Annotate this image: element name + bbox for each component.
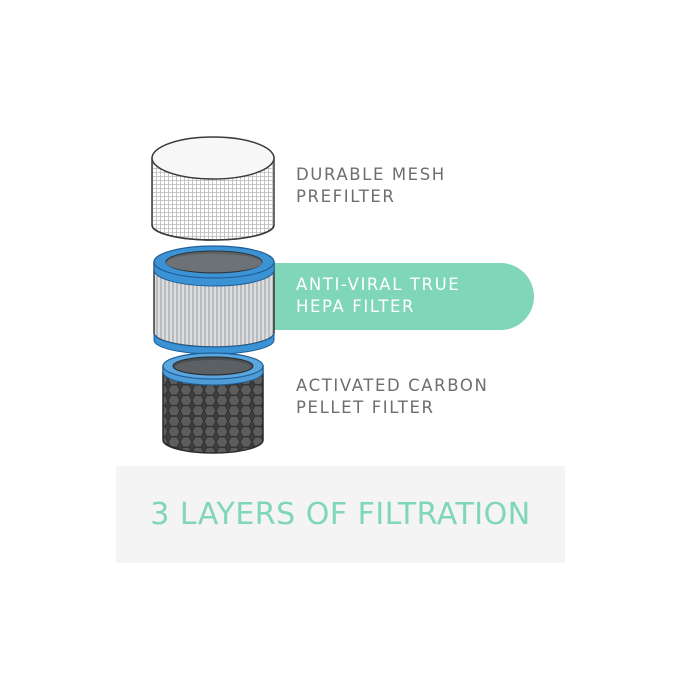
hepa-filter-label-line-1: ANTI-VIRAL TRUE	[296, 275, 461, 294]
carbon-filter	[162, 352, 264, 454]
mesh-prefilter-label-line-1: DURABLE MESH	[296, 165, 446, 184]
mesh-prefilter-label: DURABLE MESH PREFILTER	[296, 164, 446, 208]
carbon-filter-label: ACTIVATED CARBON PELLET FILTER	[296, 375, 488, 419]
caption-text: 3 LAYERS OF FILTRATION	[150, 497, 531, 532]
mesh-prefilter	[151, 136, 275, 241]
hepa-filter-label-line-2: HEPA FILTER	[296, 297, 416, 316]
hepa-highlight-band	[228, 263, 534, 330]
caption-panel: 3 LAYERS OF FILTRATION	[116, 466, 565, 563]
carbon-filter-label-line-1: ACTIVATED CARBON	[296, 376, 489, 395]
carbon-filter-label-line-2: PELLET FILTER	[296, 398, 435, 417]
hepa-filter	[153, 245, 275, 355]
hepa-filter-label: ANTI-VIRAL TRUE HEPA FILTER	[296, 274, 460, 318]
mesh-prefilter-label-line-2: PREFILTER	[296, 187, 396, 206]
